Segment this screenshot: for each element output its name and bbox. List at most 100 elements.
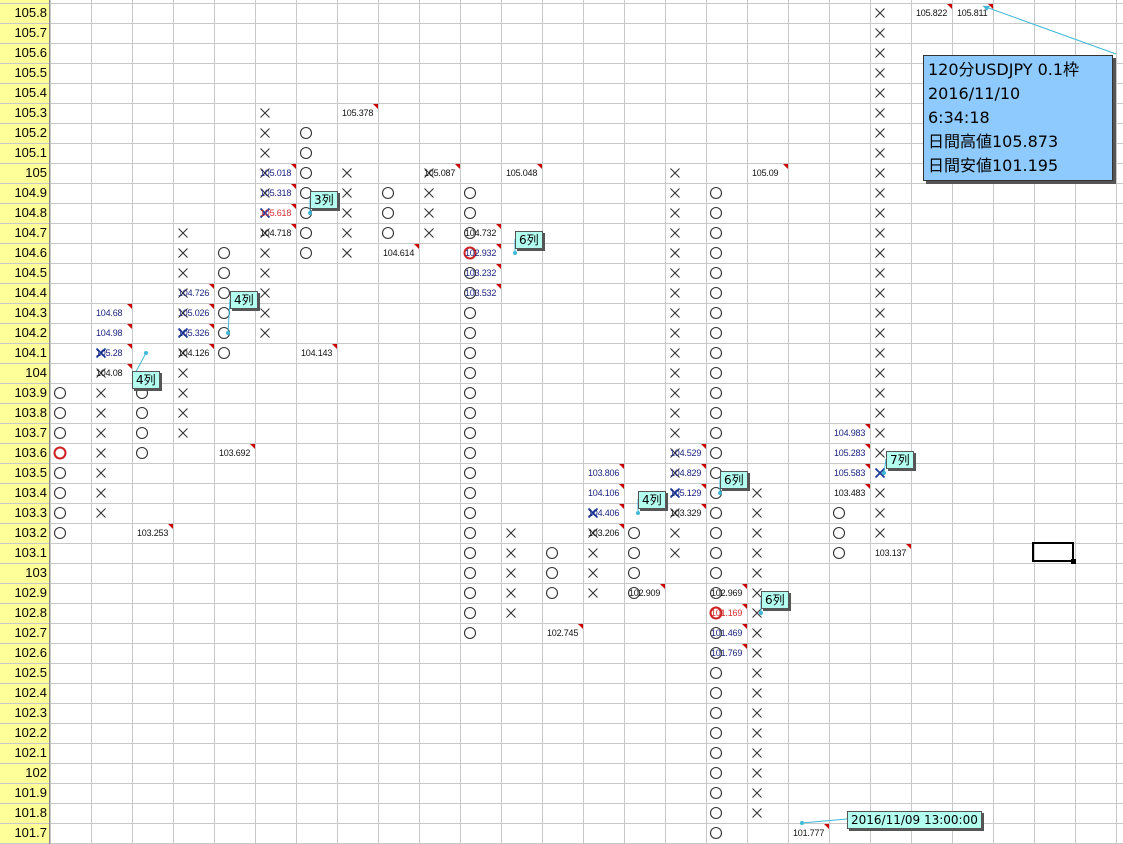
x-mark: [588, 588, 598, 598]
cell-value[interactable]: 102.932: [465, 248, 497, 258]
cell-value[interactable]: 104.126: [178, 348, 210, 358]
cell-value[interactable]: 105.283: [834, 448, 866, 458]
cell-value[interactable]: 104.98: [96, 328, 123, 338]
cell-value[interactable]: 104.829: [670, 468, 702, 478]
cell-value[interactable]: 105.326: [178, 328, 210, 338]
x-mark: [875, 348, 885, 358]
cell-value[interactable]: 104.726: [178, 288, 210, 298]
cell-value[interactable]: 102.745: [547, 628, 579, 638]
cell-value[interactable]: 105.811: [957, 8, 988, 18]
x-mark: [752, 488, 762, 498]
x-mark: [875, 228, 885, 238]
cell-value[interactable]: 105.09: [752, 168, 779, 178]
cell-value[interactable]: 103.253: [137, 528, 169, 538]
o-mark: [217, 306, 231, 320]
cell-value[interactable]: 105.583: [834, 468, 866, 478]
row-price-label: 103.6: [14, 445, 47, 460]
row-price-label: 103.5: [14, 465, 47, 480]
info-line-date: 2016/11/10: [928, 84, 1021, 103]
callout-label[interactable]: 4列: [638, 491, 666, 509]
cell-value[interactable]: 105.822: [916, 8, 948, 18]
cell-value[interactable]: 104.732: [465, 228, 497, 238]
comment-indicator: [291, 204, 296, 209]
cell-value[interactable]: 103.692: [219, 448, 251, 458]
x-mark: [875, 268, 885, 278]
cell-value[interactable]: 104.529: [670, 448, 702, 458]
cell-value[interactable]: 103.806: [588, 468, 620, 478]
cell-value[interactable]: 104.08: [96, 368, 123, 378]
cell-value[interactable]: 104.718: [260, 228, 292, 238]
o-mark: [53, 486, 67, 500]
x-mark: [96, 468, 106, 478]
comment-indicator: [291, 164, 296, 169]
comment-indicator: [742, 604, 747, 609]
cell-value[interactable]: 105.018: [260, 168, 292, 178]
o-mark: [53, 506, 67, 520]
o-mark: [463, 186, 477, 200]
cell-value[interactable]: 105.129: [670, 488, 702, 498]
cell-value[interactable]: 103.232: [465, 268, 497, 278]
o-mark: [709, 666, 723, 680]
cell-value[interactable]: 105.318: [260, 188, 292, 198]
o-mark: [709, 286, 723, 300]
cell-value[interactable]: 102.909: [629, 588, 661, 598]
cell-value[interactable]: 104.614: [383, 248, 415, 258]
cell-value[interactable]: 101.169: [711, 608, 743, 618]
callout-label[interactable]: 4列: [230, 291, 258, 309]
x-mark: [875, 248, 885, 258]
callout-label[interactable]: 2016/11/09 13:00:00: [847, 811, 982, 829]
callout-label[interactable]: 7列: [886, 451, 914, 469]
x-mark: [875, 8, 885, 18]
x-mark: [875, 328, 885, 338]
x-mark: [875, 148, 885, 158]
cell-value[interactable]: 105.026: [178, 308, 210, 318]
x-mark: [342, 168, 352, 178]
cell-value[interactable]: 103.206: [588, 528, 620, 538]
x-mark: [96, 488, 106, 498]
o-mark: [627, 526, 641, 540]
x-mark: [670, 428, 680, 438]
cell-value[interactable]: 105.378: [342, 108, 374, 118]
x-mark: [670, 528, 680, 538]
callout-label[interactable]: 6列: [515, 231, 543, 249]
o-mark: [709, 266, 723, 280]
o-mark: [709, 226, 723, 240]
comment-indicator: [127, 344, 132, 349]
x-mark: [424, 168, 434, 178]
cell-value[interactable]: 101.469: [711, 628, 743, 638]
x-mark: [260, 248, 270, 258]
x-mark: [752, 568, 762, 578]
callout-label[interactable]: 6列: [761, 591, 789, 609]
cell-value[interactable]: 103.137: [875, 548, 907, 558]
info-box[interactable]: 120分USDJPY 0.1枠 2016/11/10 6:34:18 日間高値1…: [923, 55, 1113, 181]
cell-value[interactable]: 102.969: [711, 588, 743, 598]
cell-value[interactable]: 101.777: [793, 828, 825, 838]
cell-value[interactable]: 105.618: [260, 208, 292, 218]
cell-value[interactable]: 105.087: [424, 168, 456, 178]
callout-label[interactable]: 3列: [310, 191, 338, 209]
cell-value[interactable]: 104.106: [588, 488, 620, 498]
callout-label[interactable]: 4列: [132, 371, 160, 389]
cell-value[interactable]: 104.143: [301, 348, 333, 358]
comment-indicator: [619, 464, 624, 469]
o-mark: [135, 426, 149, 440]
cell-value[interactable]: 105.28: [96, 348, 123, 358]
selected-cell[interactable]: [1032, 542, 1074, 562]
x-mark: [670, 168, 680, 178]
cell-value[interactable]: 103.329: [670, 508, 702, 518]
cell-value[interactable]: 105.048: [506, 168, 538, 178]
callout-label[interactable]: 6列: [720, 471, 748, 489]
row-price-label: 104: [25, 365, 47, 380]
cell-value[interactable]: 101.769: [711, 648, 743, 658]
cell-value[interactable]: 103.483: [834, 488, 866, 498]
cell-value[interactable]: 104.983: [834, 428, 866, 438]
comment-indicator: [906, 544, 911, 549]
x-mark: [875, 448, 885, 458]
cell-value[interactable]: 104.406: [588, 508, 620, 518]
fill-handle[interactable]: [1071, 559, 1076, 564]
cell-value[interactable]: 104.68: [96, 308, 123, 318]
x-mark: [752, 628, 762, 638]
x-mark: [178, 368, 188, 378]
cell-value[interactable]: 103.532: [465, 288, 497, 298]
